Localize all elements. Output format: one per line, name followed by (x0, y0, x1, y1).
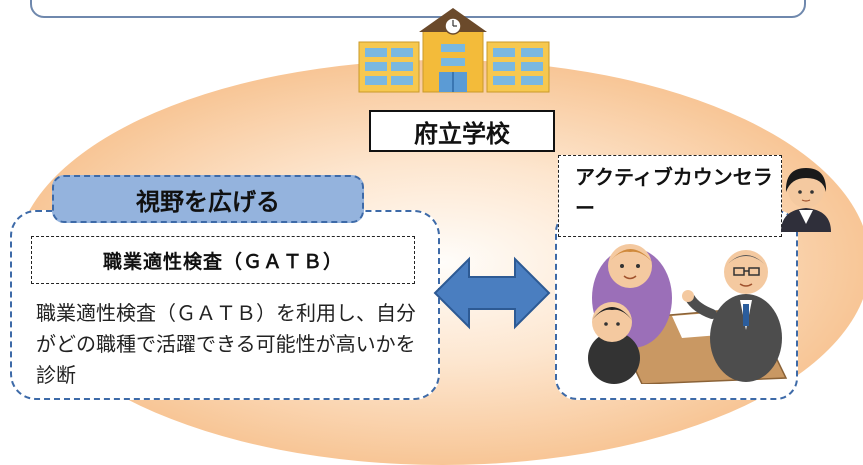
counselor-woman-icon (781, 168, 831, 232)
gatb-description: 職業適性検査（ＧＡＴＢ）を利用し、自分がどの職種で活躍できる可能性が高いかを診断 (36, 301, 416, 387)
gatb-title: 職業適性検査（ＧＡＴＢ） (31, 236, 415, 284)
school-building-icon (358, 8, 550, 93)
counselor-label: アクティブカウンセラー (558, 155, 782, 237)
counseling-meeting-illustration (588, 244, 788, 384)
double-arrow-icon (433, 256, 551, 330)
top-frame (30, 0, 806, 18)
school-label: 府立学校 (369, 110, 555, 152)
left-panel-header: 視野を広げる (52, 175, 364, 223)
